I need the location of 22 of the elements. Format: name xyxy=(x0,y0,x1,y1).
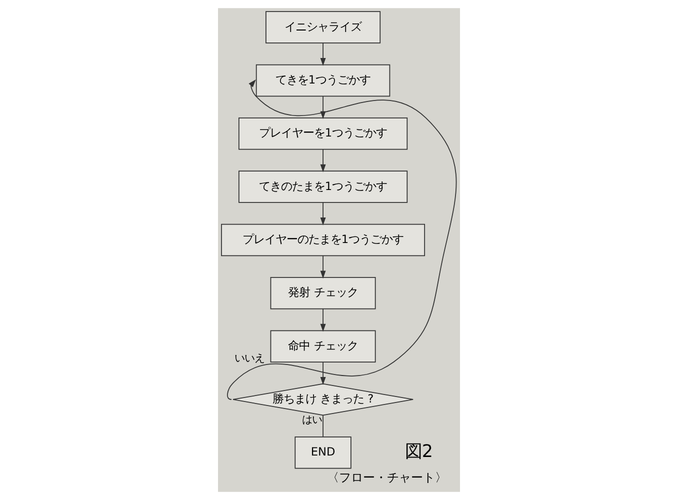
arrow xyxy=(320,42,326,66)
arrow xyxy=(320,255,326,279)
node-box: 命中 チェック xyxy=(270,330,376,362)
node-box: 発射 チェック xyxy=(270,277,376,310)
node-diamond: 勝ちまけ きまった ? xyxy=(232,383,414,416)
arrow xyxy=(320,362,326,385)
node-box: てきを1つうごかす xyxy=(256,64,390,97)
arrow xyxy=(320,96,326,120)
node-box: てきのたまを1つうごかす xyxy=(238,170,408,203)
arrow xyxy=(227,79,457,400)
node-box: END xyxy=(294,436,352,469)
edge-label: いいえ xyxy=(234,352,264,365)
edge-label: はい xyxy=(302,414,322,426)
arrow xyxy=(320,202,326,226)
caption: 〈フロー・チャート〉 xyxy=(327,470,448,485)
arrow xyxy=(320,308,326,332)
node-box: プレイヤーを1つうごかす xyxy=(238,118,408,150)
label: 図2 xyxy=(404,442,433,462)
node-box: イニシャライズ xyxy=(266,11,381,44)
arrow xyxy=(320,148,326,172)
connector xyxy=(322,414,324,438)
node-box: プレイヤーのたまを1つうごかす xyxy=(221,224,426,256)
